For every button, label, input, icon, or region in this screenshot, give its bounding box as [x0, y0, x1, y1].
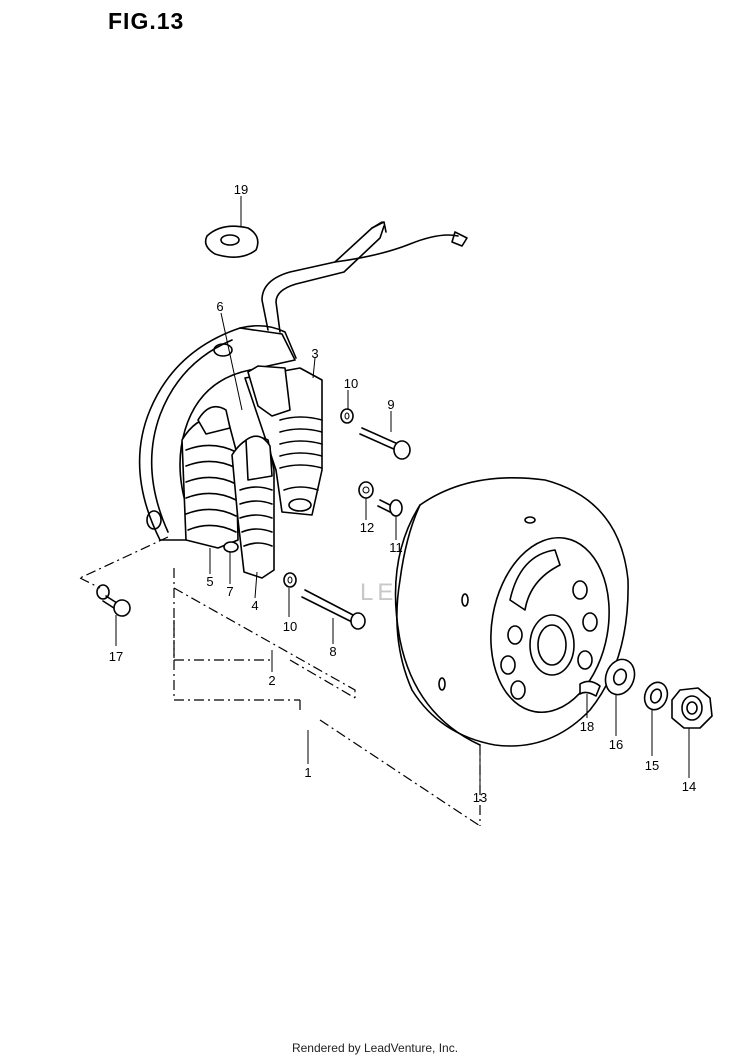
callout-6: 6: [216, 299, 223, 314]
washer-part-10-lower: [283, 572, 297, 588]
flywheel-rotor-part-13: [394, 477, 629, 747]
callout-10-upper: 10: [344, 376, 358, 391]
callout-7: 7: [226, 584, 233, 599]
footer-credit: Rendered by LeadVenture, Inc.: [291, 1041, 459, 1055]
callout-19: 19: [234, 182, 248, 197]
collar-part-7: [223, 541, 239, 553]
nut-part-14: [671, 687, 713, 729]
callout-labels: 19 6 3 10 9 12 11 5 7 4 10 8 17 2 1 13 1…: [109, 182, 696, 805]
callout-2: 2: [268, 673, 275, 688]
callout-1: 1: [304, 765, 311, 780]
callout-11: 11: [389, 540, 403, 555]
callout-16: 16: [609, 737, 623, 752]
ignition-coil-part-3: [244, 365, 323, 516]
callout-8: 8: [329, 644, 336, 659]
washer-part-16: [604, 658, 636, 696]
screw-part-8: [301, 589, 366, 630]
figure-title: FIG.13: [108, 8, 185, 34]
callout-3: 3: [311, 346, 318, 361]
key-part-18: [579, 680, 601, 697]
callout-12: 12: [360, 520, 374, 535]
callout-13: 13: [473, 790, 487, 805]
lock-washer-part-15: [643, 681, 669, 711]
screw-part-17: [96, 584, 131, 617]
screw-part-9: [359, 427, 411, 460]
assembly-dash-lines: [79, 536, 481, 827]
stator-base-plate: [138, 324, 297, 541]
callout-4: 4: [251, 598, 258, 613]
washer-part-10-upper: [340, 408, 354, 424]
callout-15: 15: [645, 758, 659, 773]
screw-part-11: [377, 499, 403, 517]
washer-part-12: [358, 481, 374, 499]
callout-14: 14: [682, 779, 696, 794]
callout-17: 17: [109, 649, 123, 664]
callout-18: 18: [580, 719, 594, 734]
callout-10-lower: 10: [283, 619, 297, 634]
coil-part-6: [181, 405, 239, 549]
leader-lines: [115, 196, 690, 788]
callout-9: 9: [387, 397, 394, 412]
callout-5: 5: [206, 574, 213, 589]
grommet-part-19: [204, 225, 259, 258]
wire-harness: [261, 221, 468, 333]
coil-part-4: [231, 435, 275, 579]
